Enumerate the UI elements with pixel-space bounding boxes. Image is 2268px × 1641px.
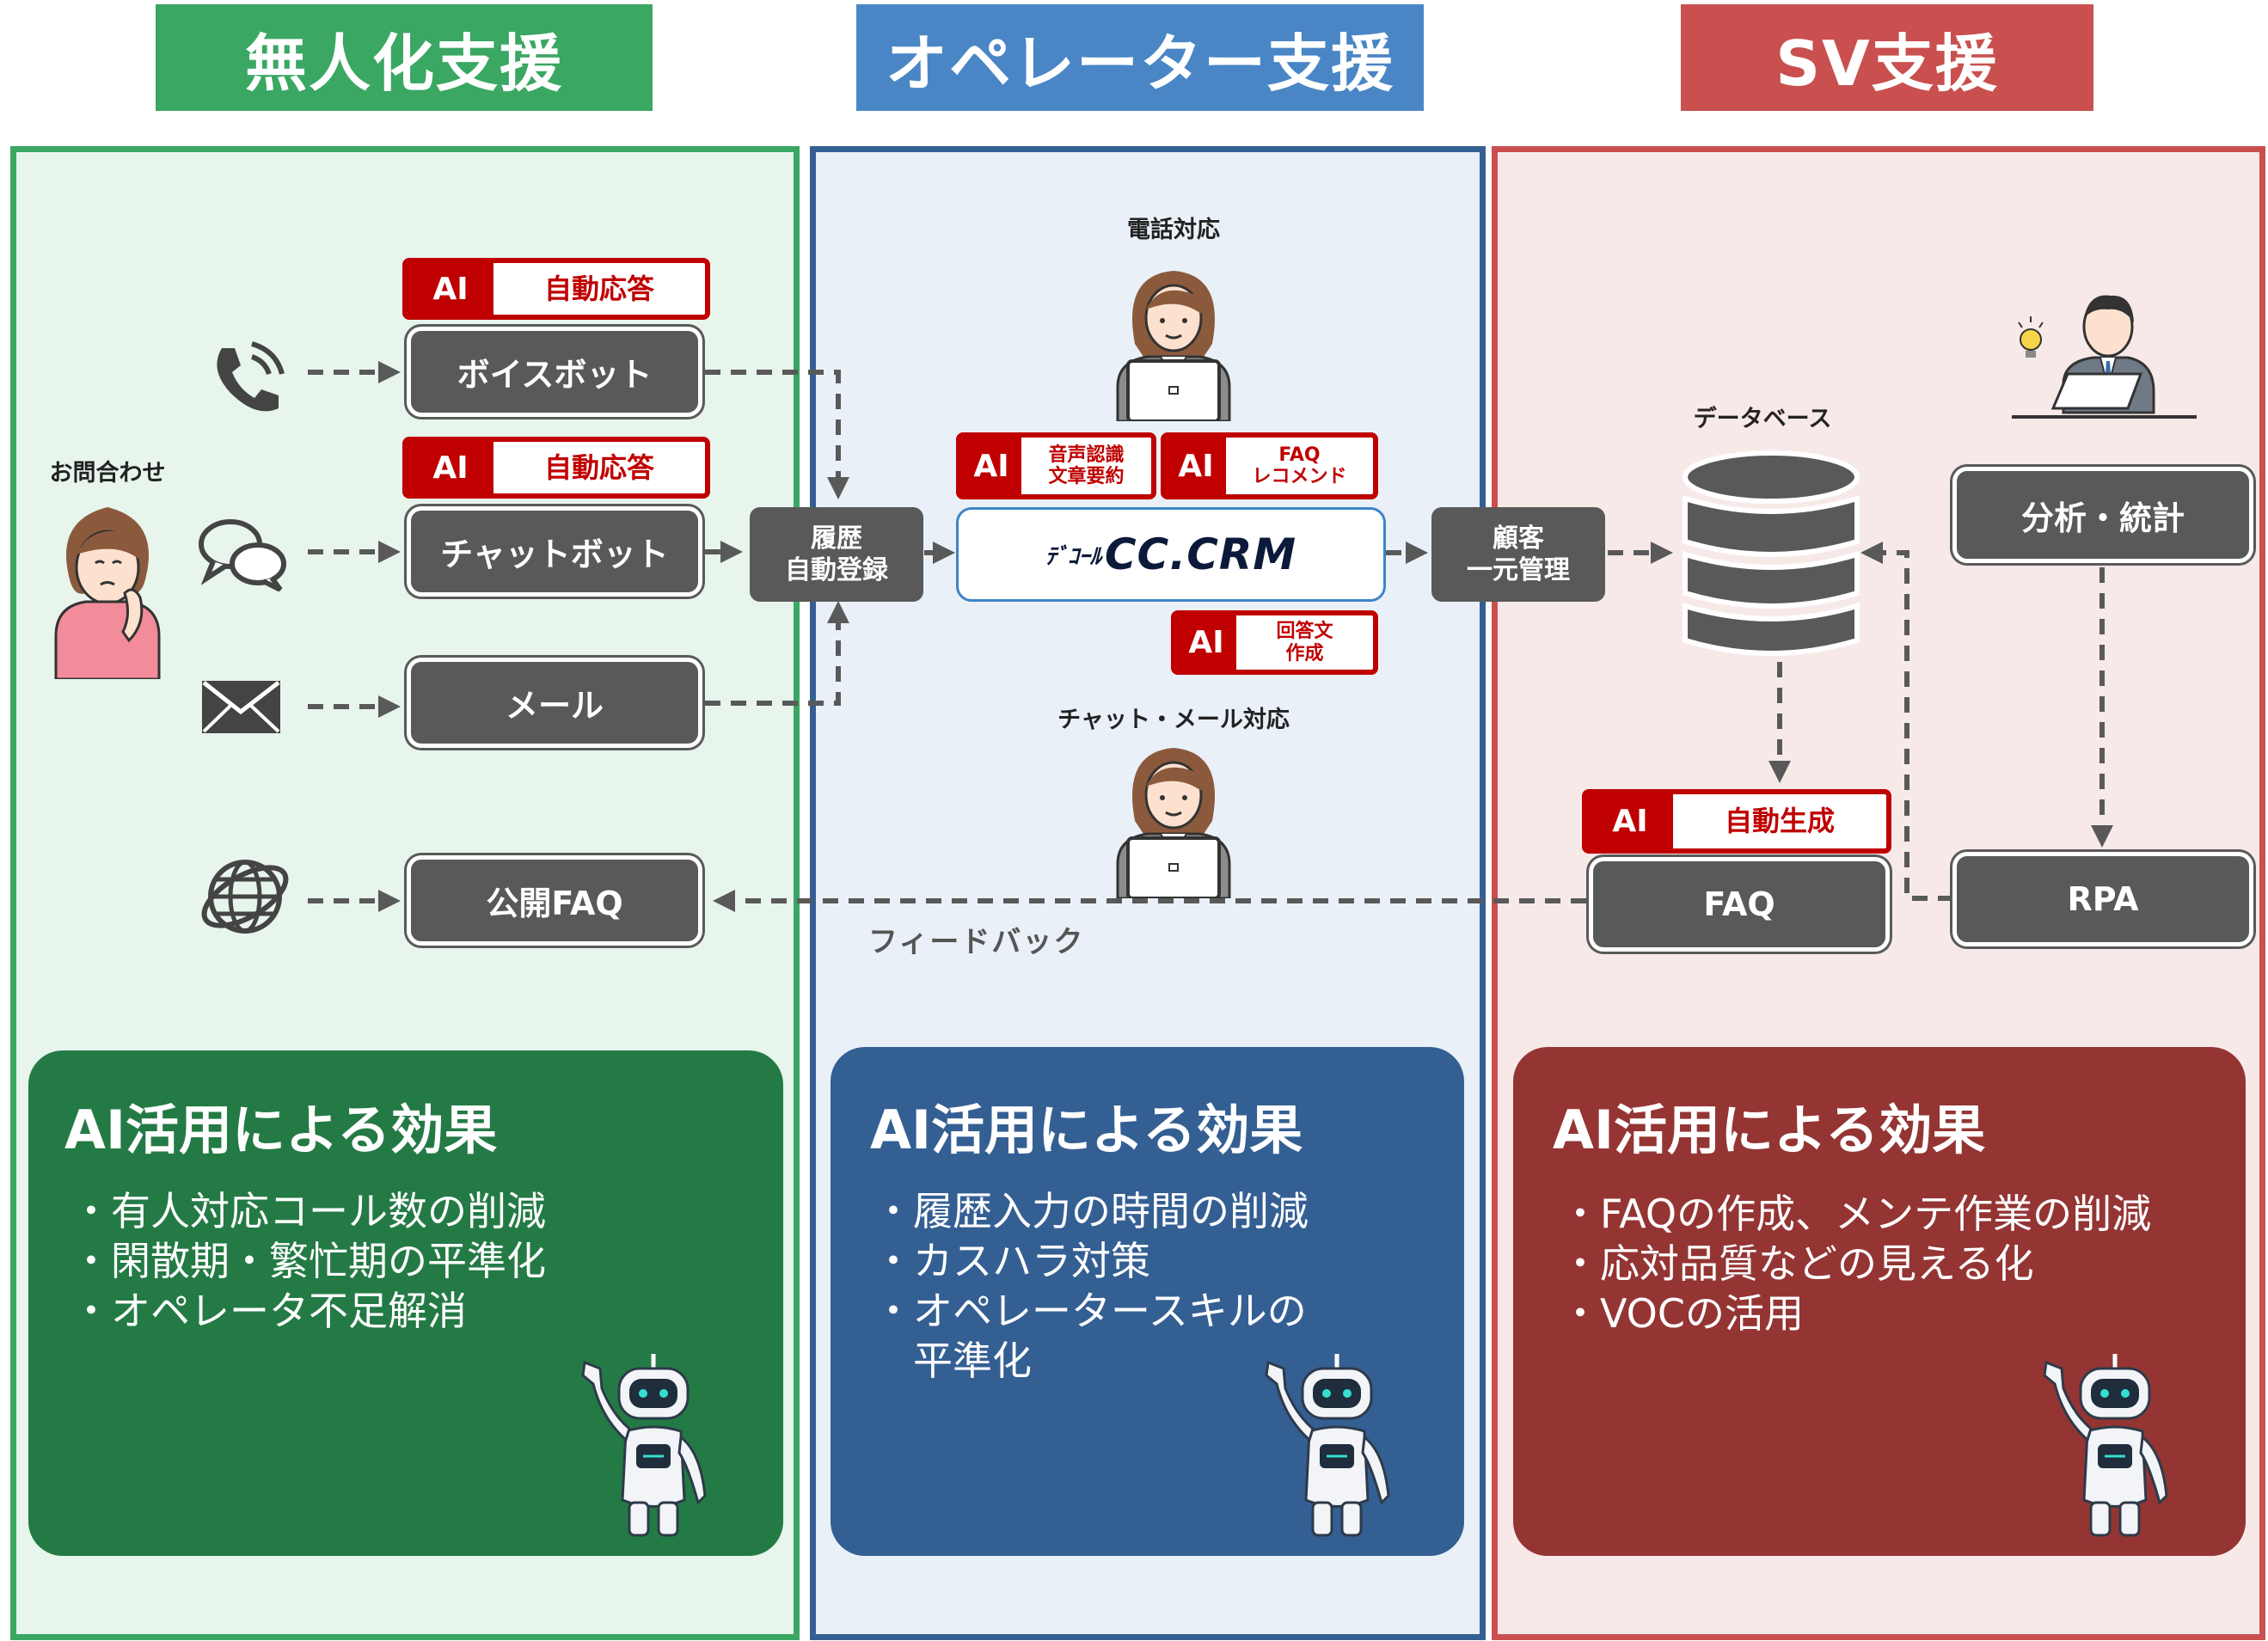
ai-badge-text: FAQ レコメンド: [1252, 444, 1347, 487]
mail-icon: [202, 681, 280, 733]
feedback-label: フィードバック: [868, 925, 1085, 959]
section-header-operator: オペレーター支援: [856, 4, 1424, 111]
effects-item: ・オペレータ不足解消: [71, 1288, 467, 1334]
faq-node[interactable]: FAQ: [1593, 861, 1885, 947]
ai-badge-voicebot: AI 自動応答: [402, 258, 710, 320]
crm-brand: ﾃﾞｺｰﾙ: [1045, 543, 1101, 570]
ai-badge-text: 自動応答: [543, 272, 654, 305]
phone-operator-illustration: [1116, 271, 1231, 421]
effects-item: 平準化: [873, 1338, 1032, 1384]
ai-badge-label: AI: [961, 438, 1021, 494]
chatbot-node[interactable]: チャットボット: [411, 511, 698, 592]
supervisor-illustration: [2012, 295, 2197, 419]
ai-badge-label: AI: [1166, 438, 1226, 494]
effects-item: ・有人対応コール数の削減: [71, 1188, 546, 1234]
robot-illustration: [2043, 1354, 2168, 1537]
section-header-unmanned: 無人化支援: [156, 4, 653, 111]
effects-title: AI活用による効果: [64, 1099, 498, 1161]
public-faq-node[interactable]: 公開FAQ: [411, 860, 698, 941]
ai-badge-chatbot: AI 自動応答: [402, 437, 710, 499]
history-line1: 履歴: [811, 523, 862, 554]
ai-badge-text: 自動応答: [543, 450, 654, 484]
crm-name: CC.CRM: [1104, 530, 1297, 579]
database-icon: [1683, 450, 1860, 656]
crm-system-node[interactable]: ﾃﾞｺｰﾙ CC.CRM: [956, 507, 1386, 602]
chat-bubbles-icon: [199, 519, 286, 591]
effects-item: ・VOCの活用: [1560, 1290, 1804, 1337]
robot-illustration: [1265, 1354, 1390, 1537]
effects-list: ・履歴入力の時間の削減 ・カスハラ対策 ・オペレータースキルの 平準化: [873, 1186, 1309, 1386]
ai-badge-text: 音声認識 文章要約: [1048, 444, 1125, 487]
customer-line1: 顧客: [1493, 523, 1544, 554]
ai-badge-speech: AI 音声認識 文章要約: [956, 432, 1156, 499]
ai-badge-label: AI: [408, 263, 493, 315]
ai-badge-label: AI: [1176, 615, 1236, 670]
effects-item: ・FAQの作成、メンテ作業の削減: [1560, 1191, 2152, 1237]
effects-list: ・有人対応コール数の削減 ・閑散期・繁忙期の平準化 ・オペレータ不足解消: [71, 1186, 546, 1336]
database-label: データベース: [1693, 406, 1832, 432]
customer-unified-management-node[interactable]: 顧客 一元管理: [1431, 507, 1605, 602]
history-line2: 自動登録: [785, 555, 888, 585]
effects-item: ・履歴入力の時間の削減: [873, 1188, 1309, 1234]
effects-item: ・閑散期・繁忙期の平準化: [71, 1238, 546, 1284]
voicebot-node[interactable]: ボイスボット: [411, 331, 698, 413]
ai-badge-faq-recommend: AI FAQ レコメンド: [1161, 432, 1378, 499]
chat-operator-illustration: [1116, 748, 1231, 898]
section-header-sv: SV支援: [1681, 4, 2093, 111]
effects-item: ・応対品質などの見える化: [1560, 1240, 2034, 1287]
mail-node[interactable]: メール: [411, 662, 698, 744]
effects-list: ・FAQの作成、メンテ作業の削減 ・応対品質などの見える化 ・VOCの活用: [1560, 1189, 2151, 1338]
phone-support-label: 電話対応: [1127, 217, 1220, 243]
customer-line2: 一元管理: [1467, 555, 1570, 585]
ai-badge-text: 自動生成: [1724, 805, 1835, 838]
analysis-statistics-node[interactable]: 分析・統計: [1957, 471, 2249, 559]
robot-illustration: [581, 1354, 707, 1537]
inquiry-label: お問合わせ: [49, 460, 166, 487]
effects-item: ・オペレータースキルの: [873, 1288, 1307, 1334]
history-auto-register-node[interactable]: 履歴 自動登録: [750, 507, 923, 602]
globe-icon: [201, 860, 289, 934]
effects-title: AI活用による効果: [870, 1099, 1303, 1161]
effects-item: ・カスハラ対策: [873, 1238, 1150, 1284]
ai-badge-label: AI: [1587, 794, 1673, 848]
effects-title: AI活用による効果: [1553, 1099, 1986, 1161]
inquiring-customer-illustration: [54, 507, 161, 679]
ai-badge-auto-generate: AI 自動生成: [1582, 789, 1891, 854]
phone-icon: [217, 341, 285, 412]
ai-badge-reply: AI 回答文 作成: [1171, 610, 1378, 675]
ai-badge-text: 回答文 作成: [1276, 621, 1333, 664]
ai-badge-label: AI: [408, 442, 493, 493]
rpa-node[interactable]: RPA: [1957, 856, 2249, 942]
chat-mail-support-label: チャット・メール対応: [1057, 707, 1290, 733]
